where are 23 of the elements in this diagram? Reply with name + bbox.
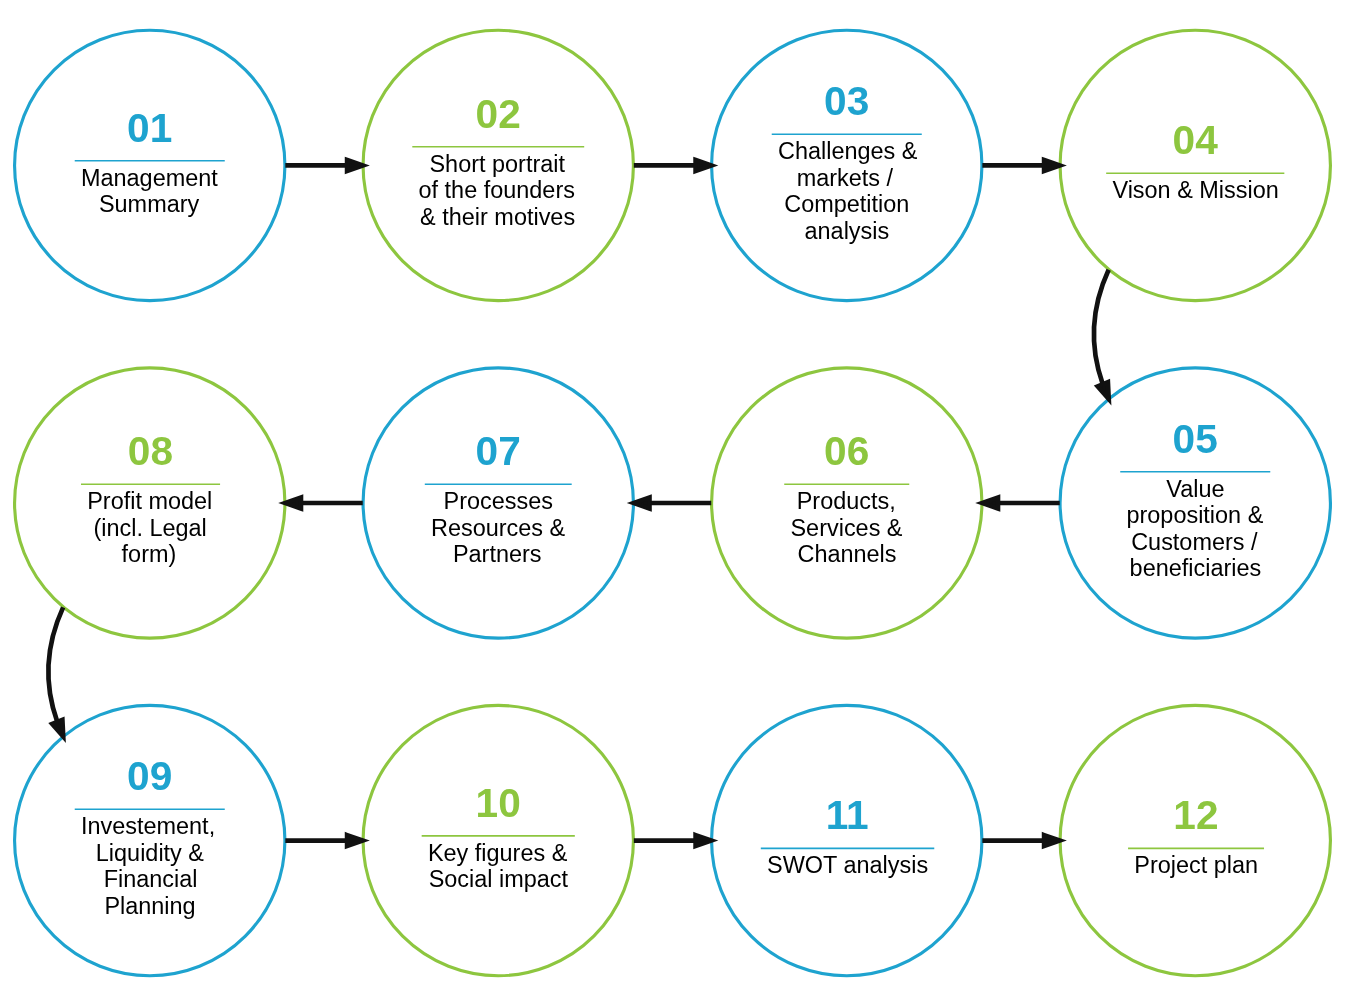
arrow xyxy=(982,156,1067,174)
arrow xyxy=(1091,268,1112,405)
node-circle: 10 Key figures & Social impact xyxy=(361,703,635,977)
arrow xyxy=(285,831,370,849)
node-circle: 06 Products, Services & Channels xyxy=(710,365,984,640)
node-circle: 01 Management Summary xyxy=(13,28,287,302)
arrow xyxy=(46,606,66,743)
node-circle: 03 Challenges & markets / Competition analysis xyxy=(710,28,984,302)
arrow xyxy=(278,493,363,512)
arrow xyxy=(633,156,719,174)
node-circle: 11 SWOT analysis xyxy=(710,703,984,977)
node-circle: 04 Vison & Mission xyxy=(1058,28,1332,302)
node-circle: 12 Project plan xyxy=(1058,703,1332,977)
arrow xyxy=(982,831,1067,849)
node-circle: 08 Profit model (incl. Legal form) xyxy=(13,365,287,640)
node-circle: 05 Value proposition & Customers / beneficiaries xyxy=(1058,365,1332,640)
node-circle: 07 Processes Resources & Partners xyxy=(361,365,635,640)
node-circle: 02 Short portrait of the founders & their motives xyxy=(361,28,635,302)
arrow xyxy=(975,493,1060,512)
node-circle: 09 Investement, Liquidity & Financial Planning xyxy=(13,703,287,977)
arrow xyxy=(626,493,712,512)
arrow xyxy=(633,831,719,849)
arrow xyxy=(285,156,370,174)
